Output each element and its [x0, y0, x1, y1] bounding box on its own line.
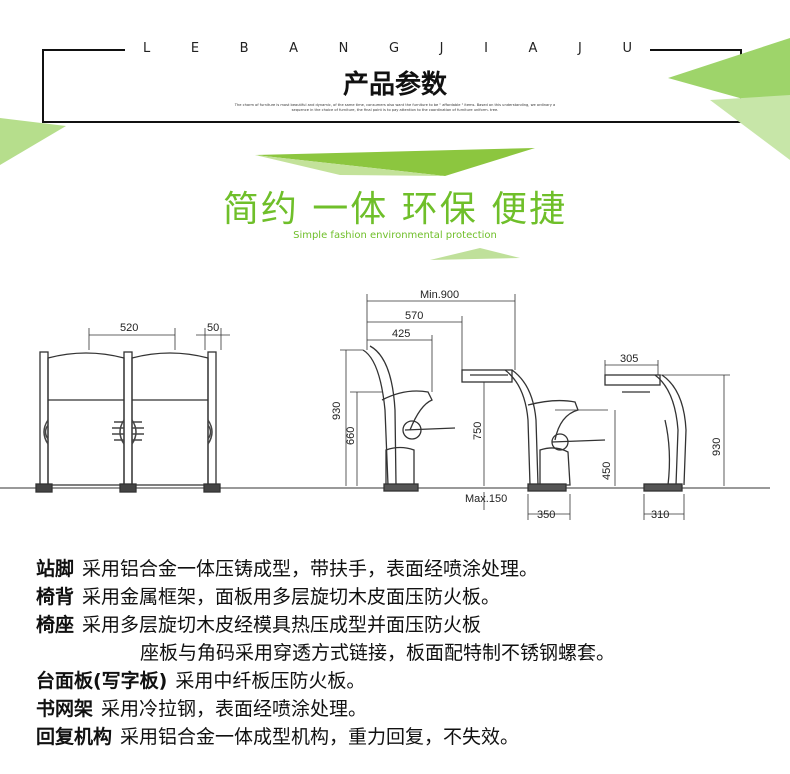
- brand-letters: L E B A N G J I A J U: [125, 36, 650, 60]
- spec-text: 采用冷拉钢，表面经喷涂处理。: [101, 698, 368, 720]
- triangle-right-lower: [710, 95, 790, 160]
- brand-letter: A: [289, 40, 299, 56]
- spec-label: 椅背: [36, 586, 75, 608]
- spec-label: 回复机构: [36, 726, 113, 748]
- brand-letter: G: [389, 40, 400, 56]
- front-view: [35, 351, 221, 493]
- dim-570: 570: [405, 310, 423, 322]
- brand-letter: J: [578, 40, 582, 56]
- tagline-line2: sequence in the choice of furniture, the…: [291, 108, 499, 112]
- spec-label: 站脚: [36, 558, 75, 580]
- spec-row: 站脚采用铝合金一体压铸成型，带扶手，表面经喷涂处理。: [36, 555, 766, 583]
- technical-drawing: 520 50: [0, 289, 770, 521]
- spec-text: 采用中纤板压防火板。: [175, 670, 366, 692]
- triangle-left: [0, 118, 66, 165]
- dim-450: 450: [601, 462, 613, 480]
- tagline-line1: The charm of furniture is most beautiful…: [234, 103, 556, 107]
- brand-letter: I: [484, 40, 488, 56]
- spec-text: 采用金属框架，面板用多层旋切木皮面压防火板。: [82, 586, 501, 608]
- side-view: [362, 345, 687, 492]
- spec-row: 椅背采用金属框架，面板用多层旋切木皮面压防火板。: [36, 583, 766, 611]
- dim-50: 50: [207, 322, 219, 334]
- triangle-center-dark: [255, 148, 535, 176]
- brand-letter: U: [622, 40, 632, 56]
- spec-row: 台面板(写字板) 采用中纤板压防火板。: [36, 667, 766, 695]
- slogan-cn: 简约 一体 环保 便捷: [222, 189, 568, 230]
- spec-row: 椅座采用多层旋切木皮经模具热压成型并面压防火板: [36, 611, 766, 639]
- side-dimensions: [340, 294, 730, 520]
- spec-row-continued: 座板与角码采用穿透方式链接，板面配特制不锈钢螺套。: [36, 639, 766, 667]
- spec-row: 回复机构采用铝合金一体成型机构，重力回复，不失效。: [36, 723, 766, 751]
- brand-letter: A: [528, 40, 538, 56]
- spec-list: 站脚采用铝合金一体压铸成型，带扶手，表面经喷涂处理。 椅背采用金属框架，面板用多…: [36, 555, 766, 751]
- triangle-right-top: [668, 38, 790, 112]
- brand-letter: E: [190, 40, 200, 56]
- dim-min900: Min.900: [420, 289, 459, 301]
- dim-max150: Max.150: [465, 493, 507, 505]
- dim-750: 750: [472, 422, 484, 440]
- dim-660: 660: [345, 427, 357, 445]
- dim-930-folded: 930: [711, 438, 723, 456]
- spec-text: 座板与角码采用穿透方式链接，板面配特制不锈钢螺套。: [140, 642, 616, 664]
- brand-letter: J: [439, 40, 444, 56]
- dim-930-side: 930: [331, 402, 343, 420]
- front-dimensions: [88, 328, 230, 350]
- spec-text: 采用铝合金一体压铸成型，带扶手，表面经喷涂处理。: [82, 558, 539, 580]
- brand-letter: L: [143, 40, 151, 56]
- triangle-center-light: [255, 155, 445, 176]
- slogan-en: Simple fashion environmental protection: [293, 230, 497, 241]
- spec-label: 椅座: [36, 614, 75, 636]
- dim-425: 425: [392, 328, 410, 340]
- decorative-triangles: [0, 38, 790, 260]
- spec-label: 台面板(写字板): [36, 670, 168, 692]
- spec-text: 采用铝合金一体成型机构，重力回复，不失效。: [120, 726, 520, 748]
- spec-text: 采用多层旋切木皮经模具热压成型并面压防火板: [82, 614, 482, 636]
- brand-letter: N: [338, 40, 349, 56]
- dim-350: 350: [537, 509, 555, 521]
- spec-label: 书网架: [36, 698, 94, 720]
- dim-520: 520: [120, 322, 138, 334]
- page-title: 产品参数: [342, 70, 447, 100]
- triangle-small: [430, 248, 520, 260]
- brand-letter: B: [239, 40, 249, 56]
- dim-310: 310: [651, 509, 669, 521]
- dim-305: 305: [620, 353, 638, 365]
- spec-row: 书网架采用冷拉钢，表面经喷涂处理。: [36, 695, 766, 723]
